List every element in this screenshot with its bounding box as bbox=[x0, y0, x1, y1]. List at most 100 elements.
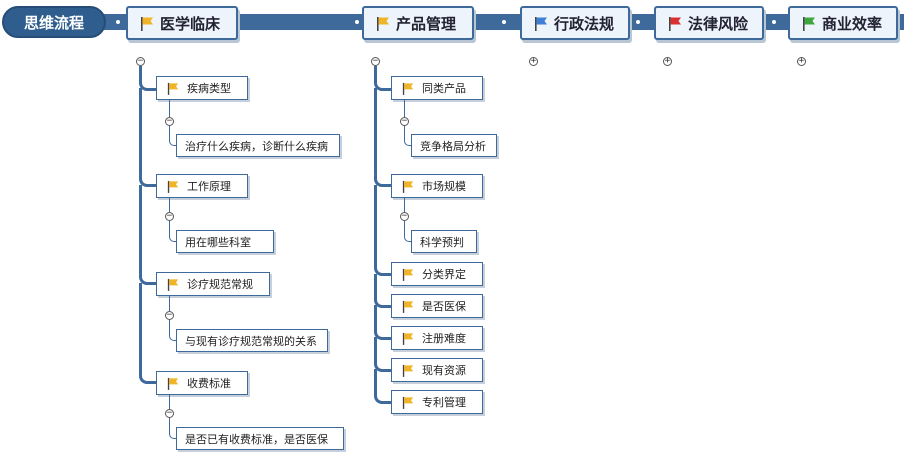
subtopic-label: 注册难度 bbox=[422, 332, 466, 345]
connector-dot bbox=[636, 20, 640, 24]
collapse-toggle-icon[interactable]: − bbox=[400, 211, 409, 221]
collapse-toggle-icon[interactable]: − bbox=[165, 408, 174, 418]
branch-line bbox=[169, 418, 177, 439]
subtopic-label: 现有资源 bbox=[422, 364, 466, 377]
root-topic-label: 思维流程 bbox=[23, 13, 84, 32]
subtopic-label: 收费标准 bbox=[187, 377, 231, 390]
subtopic[interactable]: 注册难度 bbox=[391, 326, 483, 350]
topic-product[interactable]: 产品管理 bbox=[362, 6, 474, 40]
expand-toggle-icon[interactable]: + bbox=[797, 56, 806, 66]
flag-icon bbox=[141, 16, 153, 31]
branch-line bbox=[374, 297, 392, 308]
leaf-topic[interactable]: 科学预判 bbox=[411, 230, 477, 253]
flag-icon bbox=[402, 300, 414, 313]
collapse-toggle-icon[interactable]: − bbox=[371, 56, 380, 66]
branch-line bbox=[374, 337, 377, 366]
subtopic[interactable]: 疾病类型 bbox=[156, 76, 248, 100]
collapse-toggle-icon[interactable]: − bbox=[165, 116, 174, 126]
branch-line bbox=[169, 100, 170, 117]
topic-label: 商业效率 bbox=[822, 14, 883, 33]
branch-line bbox=[374, 392, 392, 404]
leaf-topic[interactable]: 竞争格局分析 bbox=[411, 134, 497, 157]
topic-label: 行政法规 bbox=[554, 14, 615, 33]
branch-line bbox=[374, 274, 377, 302]
branch-line bbox=[374, 329, 392, 340]
subtopic-label: 是否医保 bbox=[422, 300, 466, 313]
flag-icon bbox=[377, 16, 389, 31]
collapse-toggle-icon[interactable]: − bbox=[400, 116, 409, 126]
flag-icon bbox=[402, 180, 414, 193]
connector-dot bbox=[502, 20, 506, 24]
flag-icon bbox=[402, 396, 414, 409]
branch-line bbox=[139, 370, 157, 384]
connector-dot bbox=[772, 20, 776, 24]
leaf-topic[interactable]: 治疗什么疾病，诊断什么疾病 bbox=[176, 134, 340, 157]
flag-icon bbox=[669, 16, 681, 31]
branch-line bbox=[374, 66, 377, 86]
subtopic-label: 疾病类型 bbox=[187, 82, 231, 95]
branch-line bbox=[139, 88, 142, 178]
topic-legal-risk[interactable]: 法律风险 bbox=[654, 6, 764, 40]
subtopic[interactable]: 收费标准 bbox=[156, 371, 248, 395]
subtopic[interactable]: 分类界定 bbox=[391, 262, 483, 286]
leaf-topic[interactable]: 与现有诊疗规范常规的关系 bbox=[176, 329, 328, 352]
expand-toggle-icon[interactable]: + bbox=[663, 56, 672, 66]
branch-line bbox=[139, 66, 142, 86]
connector-dot bbox=[116, 20, 120, 24]
branch-line bbox=[374, 361, 392, 372]
branch-line bbox=[169, 296, 170, 311]
topic-label: 法律风险 bbox=[688, 14, 749, 33]
collapse-toggle-icon[interactable]: − bbox=[165, 310, 174, 320]
leaf-label: 治疗什么疾病，诊断什么疾病 bbox=[185, 139, 328, 153]
subtopic-label: 市场规模 bbox=[422, 180, 466, 193]
subtopic[interactable]: 市场规模 bbox=[391, 174, 483, 198]
subtopic-label: 同类产品 bbox=[422, 82, 466, 95]
flag-icon bbox=[803, 16, 815, 31]
branch-line bbox=[169, 320, 177, 341]
subtopic[interactable]: 现有资源 bbox=[391, 358, 483, 382]
branch-line bbox=[139, 185, 142, 276]
root-topic[interactable]: 思维流程 bbox=[2, 6, 106, 38]
topic-label: 医学临床 bbox=[160, 14, 221, 33]
flag-icon bbox=[167, 82, 179, 95]
branch-line bbox=[374, 369, 377, 397]
subtopic-label: 分类界定 bbox=[422, 268, 466, 281]
leaf-topic[interactable]: 是否已有收费标准，是否医保 bbox=[176, 427, 344, 450]
leaf-topic[interactable]: 用在哪些科室 bbox=[176, 230, 274, 253]
branch-line bbox=[169, 221, 177, 242]
topic-admin-regulation[interactable]: 行政法规 bbox=[520, 6, 630, 40]
flag-icon bbox=[535, 16, 547, 31]
subtopic-label: 工作原理 bbox=[187, 180, 231, 193]
branch-line bbox=[404, 126, 412, 146]
flag-icon bbox=[402, 364, 414, 377]
topic-clinical[interactable]: 医学临床 bbox=[126, 6, 238, 40]
flag-icon bbox=[167, 377, 179, 390]
subtopic[interactable]: 是否医保 bbox=[391, 294, 483, 318]
branch-line bbox=[169, 395, 170, 410]
branch-line bbox=[169, 198, 170, 213]
leaf-label: 与现有诊疗规范常规的关系 bbox=[185, 334, 317, 348]
connector-dot bbox=[355, 20, 359, 24]
flag-icon bbox=[167, 180, 179, 193]
leaf-label: 是否已有收费标准，是否医保 bbox=[185, 432, 328, 446]
collapse-toggle-icon[interactable]: − bbox=[136, 56, 145, 66]
leaf-label: 科学预判 bbox=[420, 235, 464, 249]
subtopic-label: 诊疗规范常规 bbox=[187, 278, 253, 291]
branch-line bbox=[374, 185, 377, 269]
collapse-toggle-icon[interactable]: − bbox=[165, 211, 174, 221]
topic-business-efficiency[interactable]: 商业效率 bbox=[788, 6, 898, 40]
subtopic[interactable]: 工作原理 bbox=[156, 174, 248, 198]
branch-line bbox=[374, 80, 392, 91]
expand-toggle-icon[interactable]: + bbox=[529, 56, 538, 66]
branch-line bbox=[169, 126, 177, 146]
branch-line bbox=[374, 305, 377, 334]
branch-line bbox=[374, 176, 392, 187]
subtopic[interactable]: 同类产品 bbox=[391, 76, 483, 100]
subtopic-label: 专利管理 bbox=[422, 396, 466, 409]
branch-line bbox=[404, 221, 412, 242]
subtopic[interactable]: 专利管理 bbox=[391, 390, 483, 414]
branch-line bbox=[404, 198, 405, 213]
branch-line bbox=[374, 88, 377, 178]
subtopic[interactable]: 诊疗规范常规 bbox=[156, 272, 270, 296]
